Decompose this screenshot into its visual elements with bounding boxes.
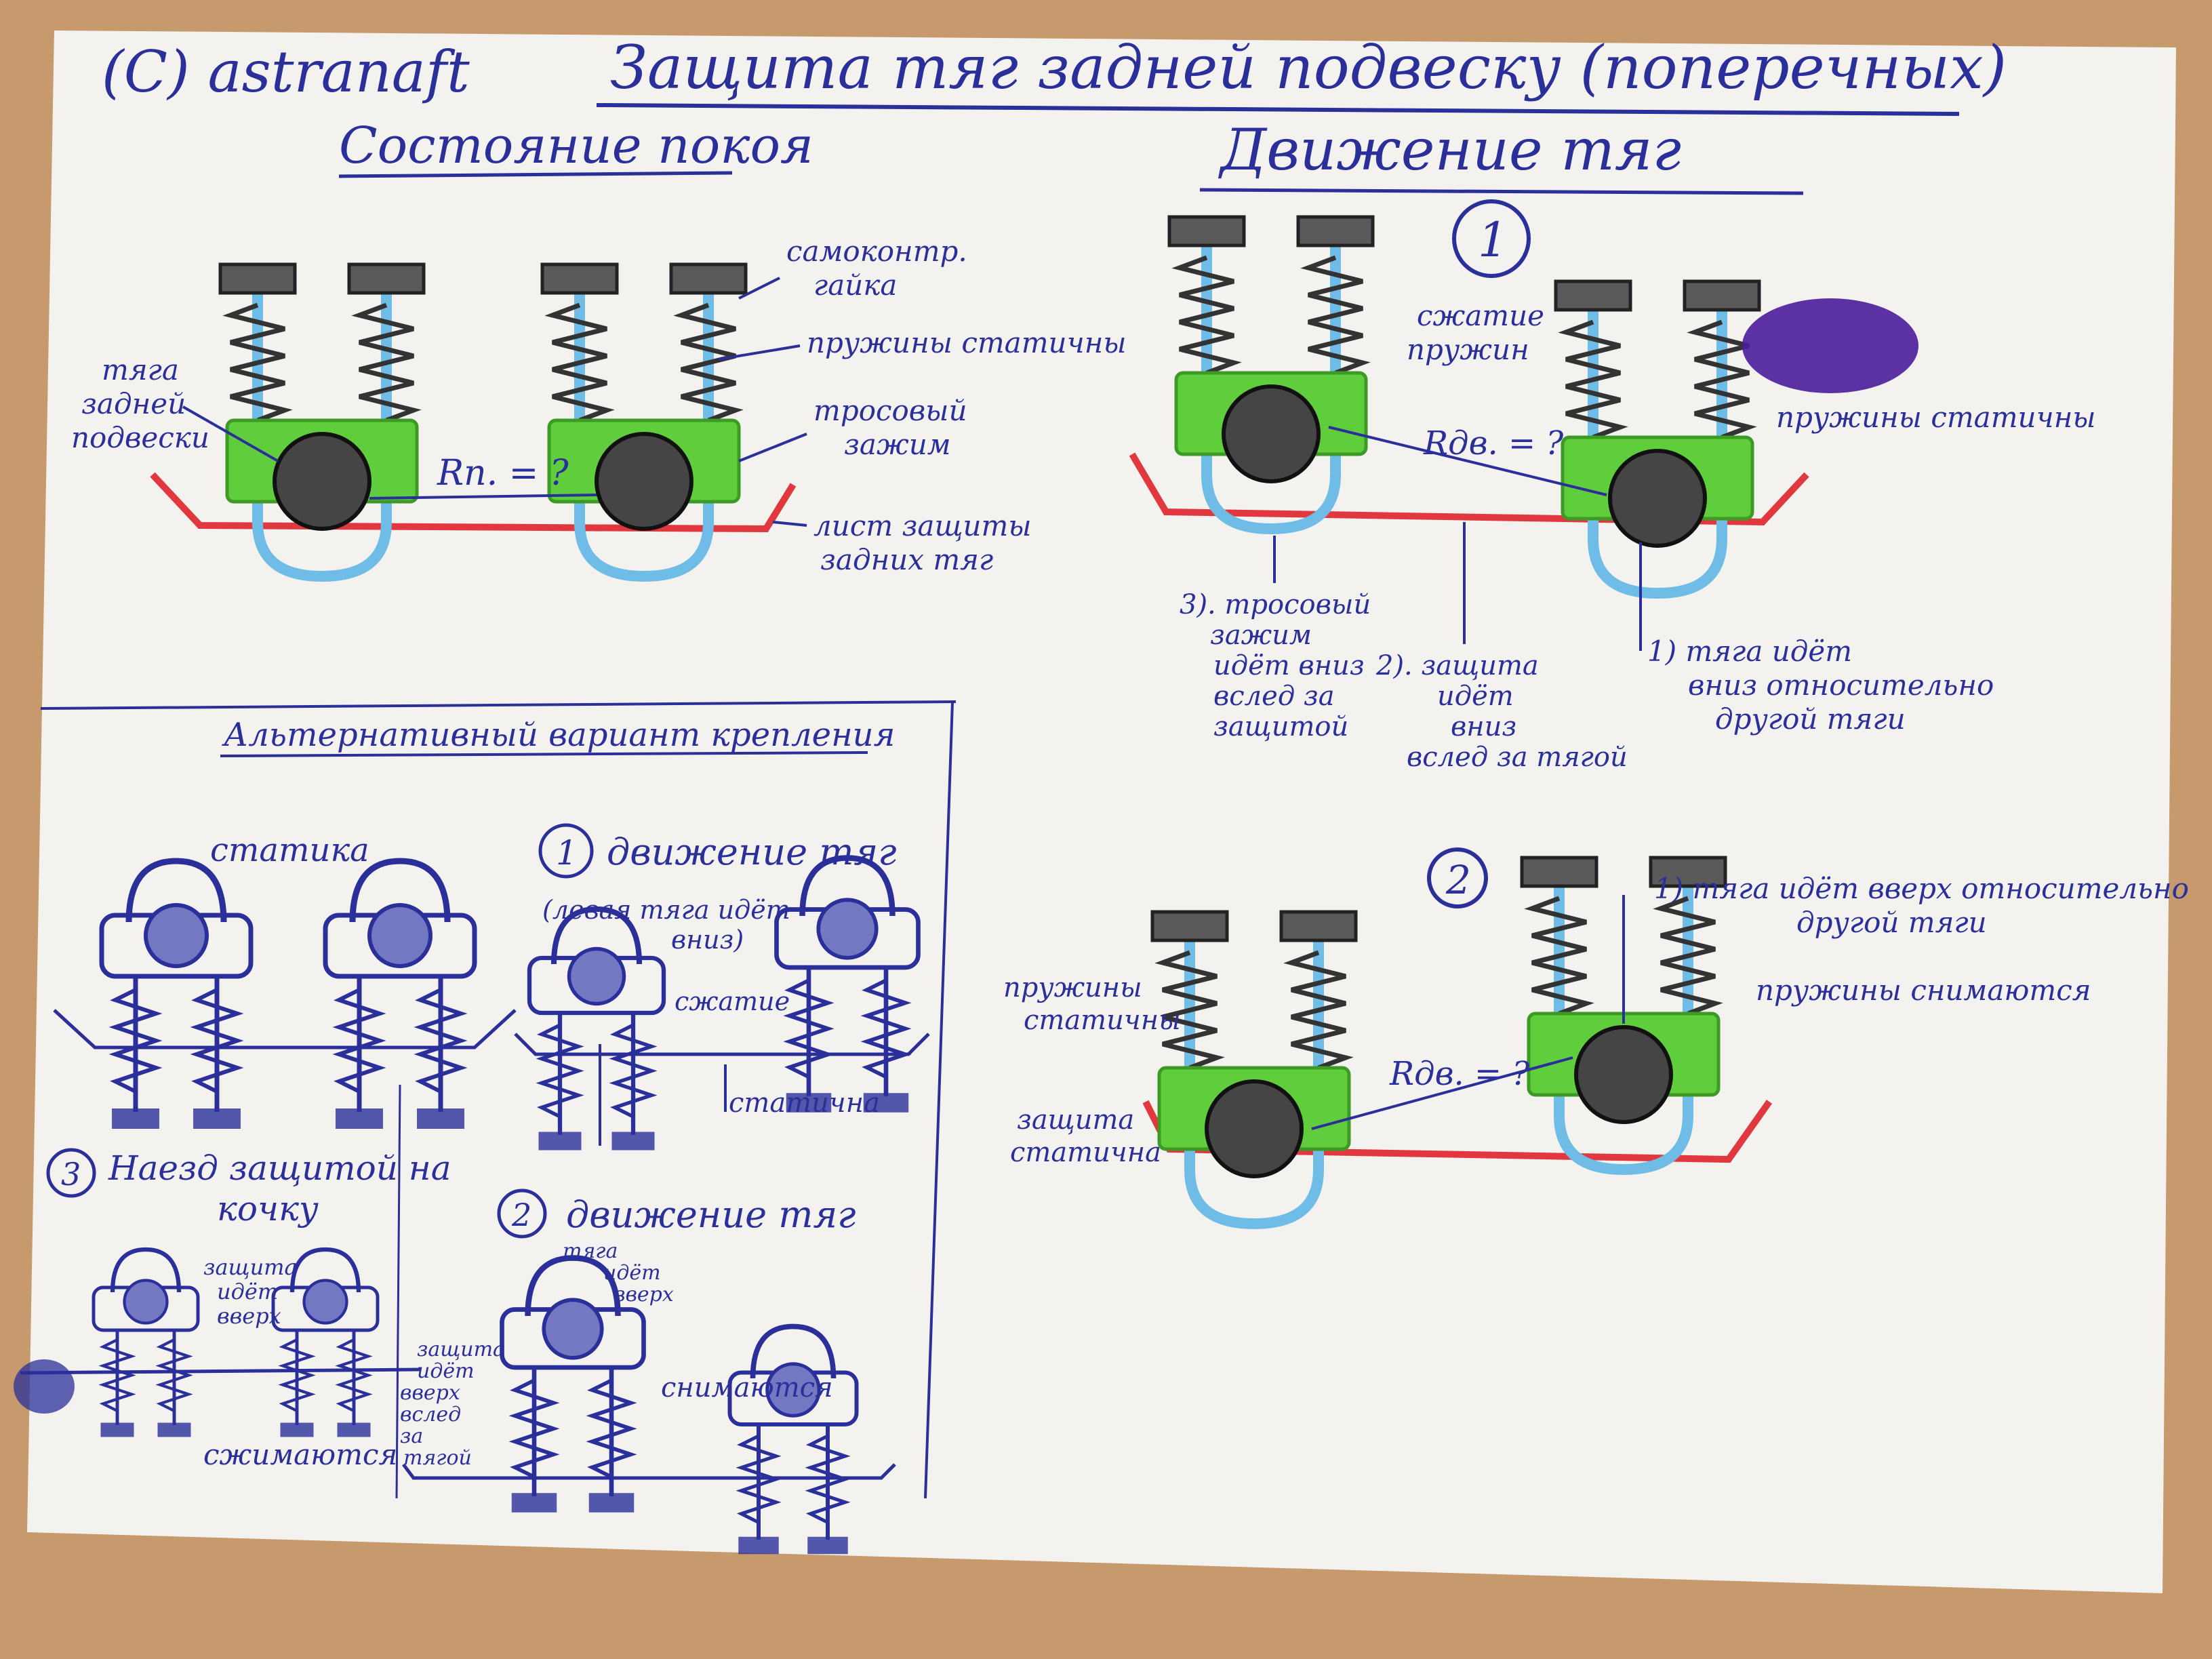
copyright: (C) astranaft <box>102 39 470 105</box>
label-rod-leader <box>182 405 279 462</box>
case2-distance-line <box>1311 1056 1573 1130</box>
label-locknut: самоконтр.гайка <box>786 235 967 302</box>
alt-case3-marker: 3 <box>61 1156 81 1193</box>
alt-frame-right <box>924 701 954 1499</box>
header: (C) astranaft Защита тяг задней подвеску… <box>102 33 2007 116</box>
label-springs-leader <box>718 344 801 361</box>
alternative-section: Альтернативный вариант крепления статика… <box>14 700 957 1554</box>
alt-heading-underline <box>220 751 868 757</box>
rest-distance-line <box>369 494 597 500</box>
alt-statics-label: статика <box>210 831 369 869</box>
case1-springs-static: пружины статичны <box>1776 401 2096 434</box>
alt-move2-title: движение тяг <box>566 1193 856 1236</box>
case2-marker: 2 <box>1445 857 1471 903</box>
alt-frame-top <box>40 700 957 710</box>
label-locknut-leader <box>738 277 780 300</box>
alt-move2-marker-circle <box>497 1188 547 1239</box>
page-title: Защита тяг задней подвеску (поперечных) <box>610 33 2007 102</box>
alt-move2-release: снимаются <box>661 1372 833 1403</box>
alt-move1-marker: 1 <box>556 833 578 873</box>
rest-heading-underline <box>338 171 733 178</box>
alt-case3-marker-circle <box>46 1148 96 1198</box>
motion-case-2: 2 Rдв. = ? 1) тяга идёт вверх относитель… <box>1003 847 2189 1224</box>
case2-marker-circle <box>1427 847 1488 908</box>
rest-state-heading: Состояние покоя <box>339 117 813 175</box>
label-clamp-leader <box>738 433 807 462</box>
alt-move2-marker: 2 <box>511 1197 531 1233</box>
alt-move1-plate <box>514 1033 930 1056</box>
alt-case3-compress: сжимаются <box>203 1438 397 1471</box>
alt-move2-plate <box>402 1463 896 1480</box>
alt-heading: Альтернативный вариант крепления <box>222 716 895 754</box>
alt-case3-bump <box>14 1359 75 1414</box>
motion-heading: Движение тяг <box>1218 117 1681 183</box>
label-plate-leader <box>772 521 807 527</box>
label-springs-static: пружины статичны <box>807 326 1127 359</box>
case1-protection-plate <box>1129 452 1809 526</box>
title-underline <box>596 103 1960 116</box>
case2-distance-label: Rдв. = ? <box>1389 1055 1529 1093</box>
rest-distance-label: Rп. = ? <box>437 453 569 494</box>
case2-springs-release: пружины снимаются <box>1756 974 2091 1007</box>
alt-move1-static: статична <box>729 1087 880 1119</box>
alt-move1-compress: сжатие <box>675 986 790 1016</box>
case1-distance-line <box>1328 426 1607 496</box>
purple-blob <box>1742 298 1918 393</box>
motion-heading-underline <box>1199 188 1804 195</box>
rest-protection-plate <box>150 472 797 533</box>
case1-distance-label: Rдв. = ? <box>1423 424 1563 462</box>
alt-frame-divider <box>395 1084 401 1499</box>
case1-marker-circle <box>1452 199 1531 278</box>
case1-marker: 1 <box>1478 212 1508 268</box>
alt-statics-plate <box>53 1009 517 1050</box>
alt-move1-marker-circle <box>538 823 594 879</box>
alt-move1-title: движение тяг <box>607 831 897 873</box>
